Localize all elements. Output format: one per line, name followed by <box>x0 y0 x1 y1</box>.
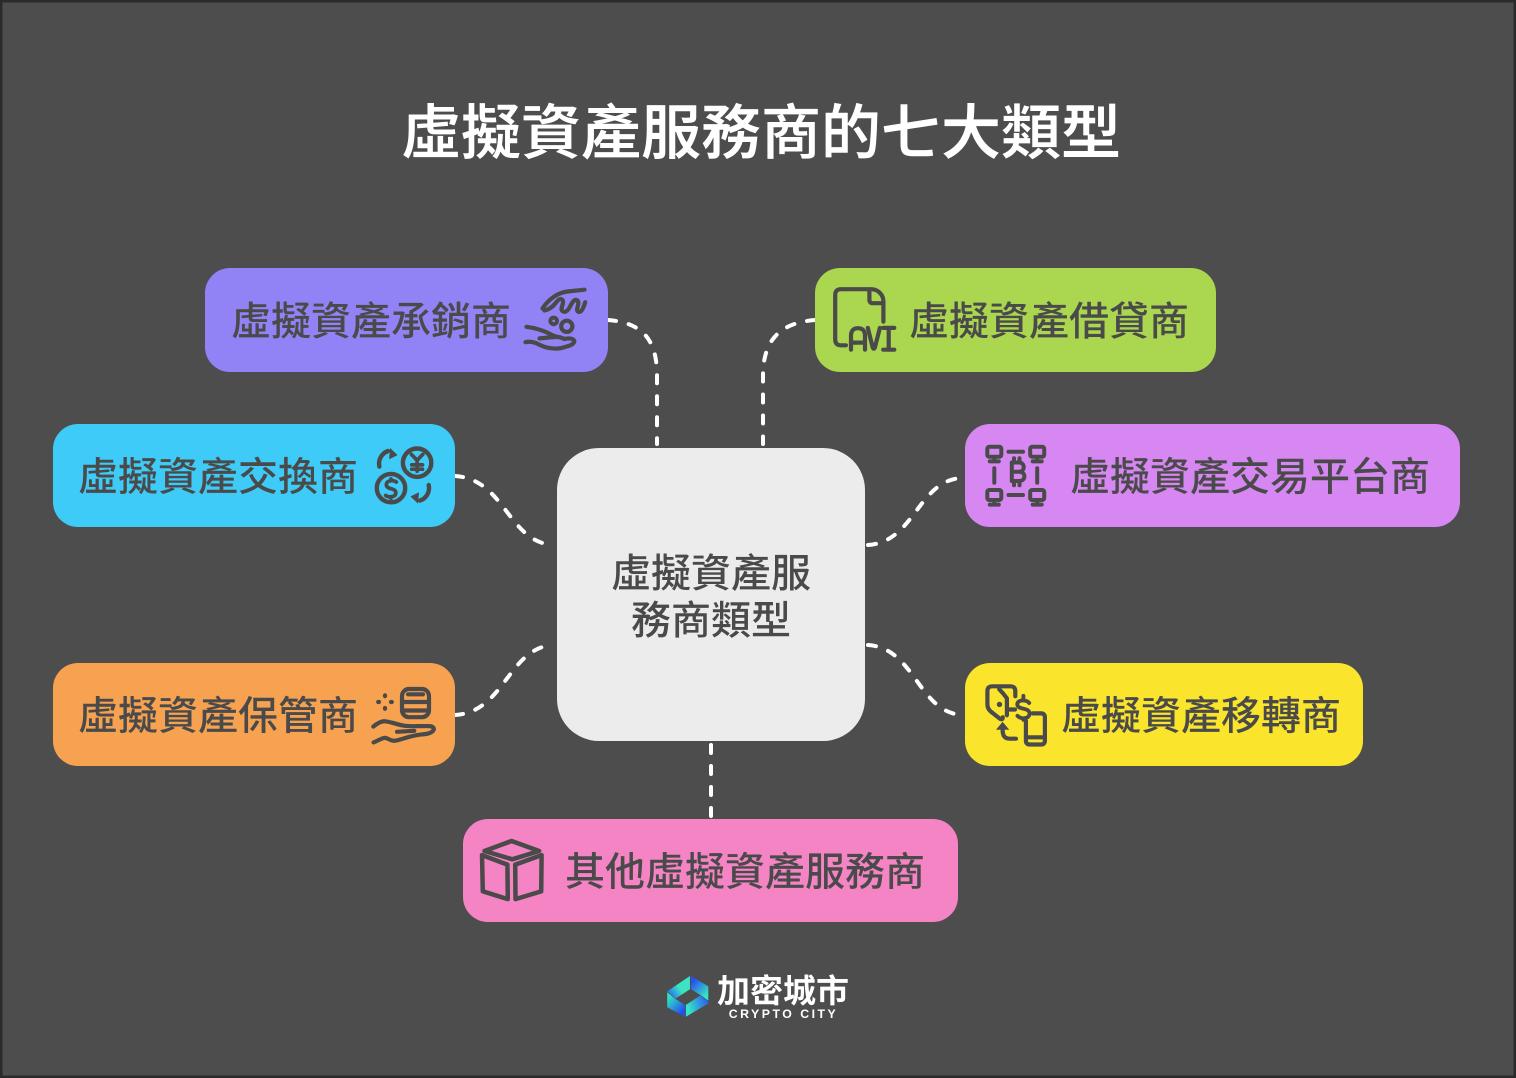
svg-text:CRYPTO CITY: CRYPTO CITY <box>729 1007 839 1021</box>
